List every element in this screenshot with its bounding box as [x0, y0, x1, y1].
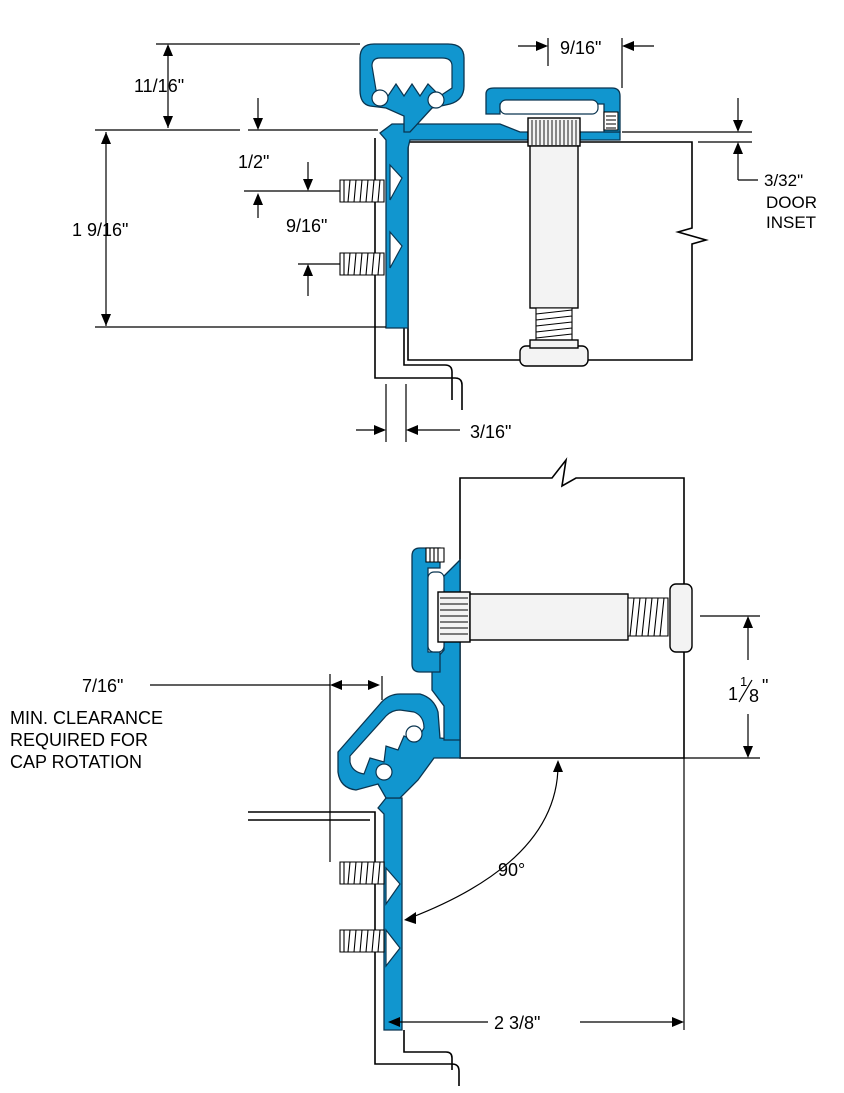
dim-leaf-length: 1 9/16"	[72, 220, 128, 240]
svg-text:1: 1	[740, 674, 747, 689]
hinge-leaf-wedge-open-2	[385, 928, 401, 968]
pivot-pin-head-open	[437, 591, 471, 643]
rotation-arc	[409, 761, 559, 919]
dim-swing-width: 2 3/8"	[494, 1013, 540, 1033]
hinge-knuckle-right	[427, 91, 445, 109]
dim-inset-label-1: DOOR	[766, 193, 817, 212]
hinge-knuckle-open-2	[405, 725, 423, 743]
bottom-view-open: 7/16" MIN. CLEARANCE REQUIRED FOR CAP RO…	[10, 457, 768, 1086]
door-frame-top	[374, 133, 463, 410]
dim-rotation: 90°	[498, 860, 525, 880]
pin-knurl-top	[531, 120, 577, 145]
pivot-nut-bottom-top	[529, 339, 579, 349]
svg-text:1: 1	[728, 684, 738, 704]
svg-text:": "	[762, 676, 768, 696]
hinge-cap-inner-open	[349, 709, 425, 775]
hinge-leaf-wedge-2	[389, 230, 403, 269]
frame-screw-2-open	[339, 929, 385, 953]
hinge-cap-inner-top	[371, 57, 453, 98]
hinge-leaf-wedge-open-1	[385, 866, 401, 906]
hinge-knuckle-left	[371, 89, 389, 107]
pivot-pin-shaft-open	[469, 593, 629, 641]
svg-text:8: 8	[749, 686, 759, 706]
top-view-closed: 11/16" 1/2" 9/16" 1 9/16" 9/16" 3/32" DO…	[72, 38, 817, 442]
pivot-pin-thread-open	[627, 597, 669, 637]
pivot-pin-shaft-top	[529, 145, 579, 309]
dim-screw-offset: 1/2"	[238, 152, 269, 172]
set-screw-open	[425, 547, 445, 563]
clearance-note-3: CAP ROTATION	[10, 752, 142, 772]
dim-inset-value: 3/32"	[764, 171, 803, 190]
pivot-pin-head-top	[527, 117, 581, 147]
pin-knurl-open	[440, 597, 468, 635]
dim-screw-spacing: 9/16"	[286, 216, 327, 236]
dim-frame-gap: 3/16"	[470, 422, 511, 442]
hinge-leaf-wedge-1	[389, 163, 403, 201]
pivot-nut-top	[519, 345, 589, 367]
dim-inset-label-2: INSET	[766, 213, 816, 232]
dim-cap-height: 11/16"	[134, 76, 184, 96]
pin-clamp-slot	[499, 99, 599, 115]
hinge-knuckle-open-1	[375, 763, 393, 781]
frame-screw-2-top	[339, 252, 385, 276]
hinge-leaf-open-frame	[377, 797, 403, 1031]
clearance-note-1: MIN. CLEARANCE	[10, 708, 163, 728]
dim-clearance: 7/16"	[82, 676, 123, 696]
frame-screw-1-open	[339, 861, 385, 885]
clearance-note-2: REQUIRED FOR	[10, 730, 148, 750]
set-screw-top	[603, 111, 619, 131]
dim-pin-height: 1 1 8 "	[728, 674, 768, 706]
dim-pin-offset: 9/16"	[560, 38, 601, 58]
frame-screw-1-top	[339, 179, 385, 203]
pivot-nut-open	[669, 583, 693, 653]
pin-clamp-open	[411, 547, 441, 673]
hinge-leaf-top	[379, 123, 621, 329]
door-frame-open	[248, 811, 460, 1086]
